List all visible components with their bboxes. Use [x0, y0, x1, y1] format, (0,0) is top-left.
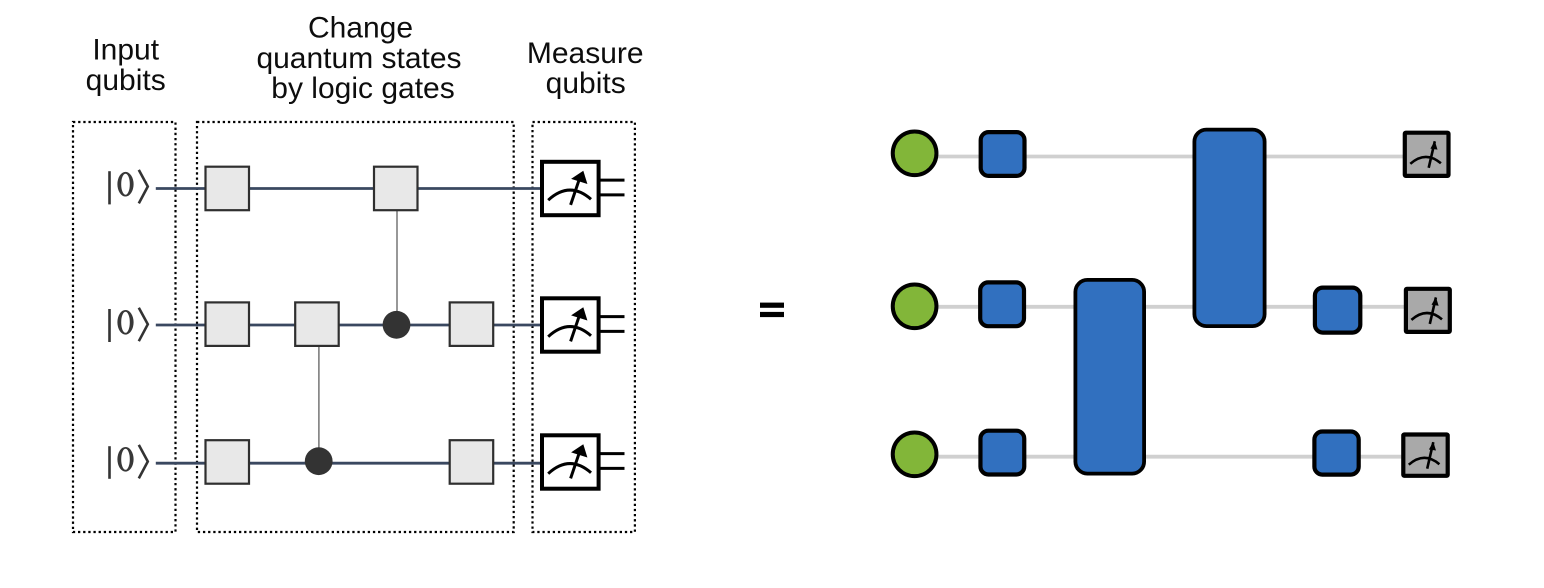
svg-text:quantum states: quantum states: [256, 42, 461, 75]
svg-text:qubits: qubits: [546, 67, 626, 100]
svg-text:Measure: Measure: [527, 37, 644, 70]
svg-text:by logic gates: by logic gates: [271, 72, 454, 105]
svg-text:Change: Change: [308, 12, 413, 45]
svg-text:qubits: qubits: [86, 64, 166, 97]
svg-text:Input: Input: [92, 33, 159, 66]
